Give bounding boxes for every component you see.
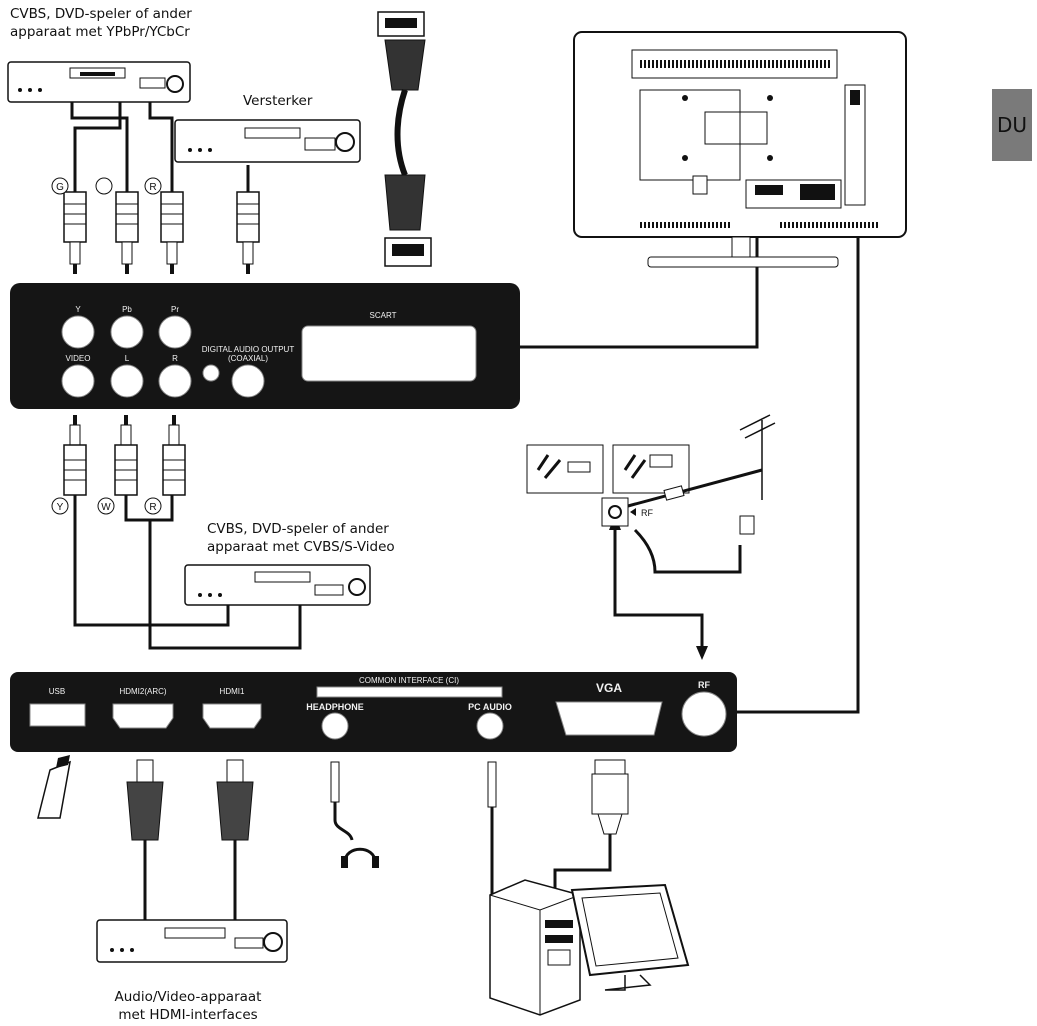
label-hdmi1: HDMI1 (220, 687, 245, 696)
port-usb (29, 703, 86, 727)
label-pr: Pr (171, 305, 179, 314)
top-connection-panel: Y Pb Pr VIDEO L R DIGITAL AUDIO OUTPUT (… (10, 283, 520, 409)
ypbpr-source-label: CVBS, DVD-speler of ander apparaat met Y… (10, 5, 192, 41)
port-coaxial (231, 364, 265, 398)
label-r: R (172, 354, 178, 363)
label-hdmi2: HDMI2(ARC) (119, 687, 166, 696)
port-hdmi2 (112, 703, 174, 729)
label-digital-audio: DIGITAL AUDIO OUTPUT (202, 345, 295, 354)
top-rca-plugs (63, 191, 260, 274)
port-video (61, 364, 95, 398)
tv-back (573, 31, 907, 268)
hdmi-source-label-line2: met HDMI-interfaces (118, 1007, 258, 1023)
language-tab: DU (992, 89, 1032, 161)
port-rf (681, 691, 727, 737)
hdmi-plugs (126, 759, 254, 841)
port-r (158, 364, 192, 398)
vga-plug (591, 759, 629, 835)
label-common-interface: COMMON INTERFACE (CI) (359, 676, 459, 685)
antenna-area: RF (526, 414, 776, 574)
port-l (110, 364, 144, 398)
headphone-plug (330, 761, 379, 868)
cable-letter-r-bottom: R (149, 502, 156, 513)
ypbpr-source-device (7, 61, 191, 103)
pc-and-monitor (489, 879, 690, 1016)
label-pc-audio: PC AUDIO (468, 702, 512, 712)
port-headphone (321, 712, 349, 740)
bottom-rca-plugs (63, 415, 186, 496)
label-coaxial: (COAXIAL) (228, 354, 268, 363)
ypbpr-source-label-line2: apparaat met YPbPr/YCbCr (10, 24, 190, 40)
label-usb: USB (49, 687, 65, 696)
port-small (202, 364, 220, 382)
label-y: Y (75, 305, 81, 314)
label-headphone: HEADPHONE (306, 702, 364, 712)
label-l: L (125, 354, 130, 363)
label-pb: Pb (122, 305, 132, 314)
ypbpr-source-label-line1: CVBS, DVD-speler of ander (10, 6, 192, 22)
port-pc-audio (476, 712, 504, 740)
port-pr (158, 315, 192, 349)
top-cable-letters: G R (51, 177, 162, 195)
cable-letter-r-top: R (149, 182, 156, 193)
port-pb (110, 315, 144, 349)
port-hdmi1 (202, 703, 262, 729)
cable-letter-w: W (101, 502, 111, 513)
port-y (61, 315, 95, 349)
cable-letter-g: G (56, 182, 64, 193)
amplifier-device (174, 119, 361, 163)
hdmi-av-device (96, 919, 288, 963)
port-vga (555, 701, 663, 736)
cvbs-source-label-line2: apparaat met CVBS/S-Video (207, 539, 395, 555)
amplifier-label: Versterker (243, 93, 313, 109)
cvbs-source-device (184, 564, 371, 606)
scart-cable (377, 11, 432, 267)
bottom-cable-letters: Y W R (51, 497, 162, 515)
cvbs-source-label-line1: CVBS, DVD-speler of ander (207, 521, 389, 537)
usb-stick (37, 755, 71, 819)
label-scart: SCART (370, 311, 397, 320)
hdmi-source-label: Audio/Video-apparaat met HDMI-interfaces (108, 988, 268, 1024)
hdmi-source-label-line1: Audio/Video-apparaat (114, 989, 262, 1005)
cable-letter-y: Y (57, 502, 64, 513)
label-vga: VGA (596, 681, 622, 695)
antenna-rf-label: RF (641, 508, 653, 518)
pc-audio-plug (487, 761, 497, 808)
label-video: VIDEO (66, 354, 91, 363)
bottom-connection-panel: USB HDMI2(ARC) HDMI1 COMMON INTERFACE (C… (10, 672, 737, 752)
cvbs-source-label: CVBS, DVD-speler of ander apparaat met C… (207, 520, 395, 556)
label-rf: RF (698, 680, 710, 690)
port-scart (301, 325, 477, 382)
